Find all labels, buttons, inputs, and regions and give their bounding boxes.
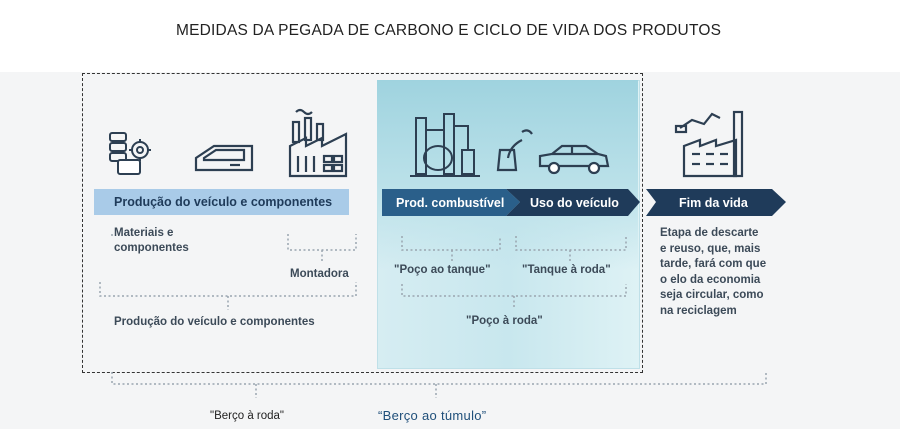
end-description-line: seja circular, como (660, 289, 764, 301)
car-icon (538, 144, 610, 175)
stage-arrows (382, 189, 786, 216)
end-description: Etapa de descarte e reuso, que, mais tar… (660, 226, 766, 319)
tank-to-wheel-label: "Tanque à roda" (522, 264, 611, 276)
use-stage-bar (506, 189, 640, 216)
end-stage-bar (646, 189, 786, 216)
fuel-stage-label: Prod. combustível (396, 195, 505, 210)
end-description-line: na reciclagem (660, 304, 737, 317)
factory-icon (288, 108, 348, 178)
end-stage-label: Fim da vida (679, 195, 748, 210)
car-door-icon (194, 144, 254, 172)
page-title: MEDIDAS DA PEGADA DE CARBONO E CICLO DE … (176, 22, 722, 39)
production-stage-bar: Produção do veículo e componentes (94, 189, 349, 215)
production-stage-label: Produção do veículo e componentes (114, 195, 333, 209)
materials-label-line2: componentes (114, 242, 189, 254)
production-total-label: Produção do veículo e componentes (114, 316, 315, 328)
well-to-wheel-label: "Poço à roda" (466, 315, 543, 327)
end-description-line: tarde, fará com que (660, 258, 767, 270)
end-description-line: Etapa de descarte (660, 227, 759, 239)
end-description-line: o elo da economia (660, 273, 761, 286)
use-stage-label: Uso do veículo (530, 195, 619, 210)
refinery-icon (410, 113, 480, 177)
materials-label-line1: Materiais e (114, 227, 174, 239)
assembly-label: Montadora (290, 268, 349, 280)
well-to-tank-label: "Poço ao tanque" (394, 264, 491, 276)
bracket-lines (99, 232, 767, 398)
materials-gears-icon (109, 132, 151, 175)
cradle-to-wheel-boundary (82, 73, 643, 373)
recycling-factory-icon (674, 110, 744, 178)
fuel-stage-bar (382, 189, 520, 216)
cradle-to-grave-label: “Berço ao túmulo” (378, 408, 487, 423)
end-description-line: e reuso, que, mais (660, 242, 761, 255)
fuel-nozzle-icon (496, 129, 533, 172)
cradle-to-wheel-label: "Berço à roda" (210, 410, 285, 422)
